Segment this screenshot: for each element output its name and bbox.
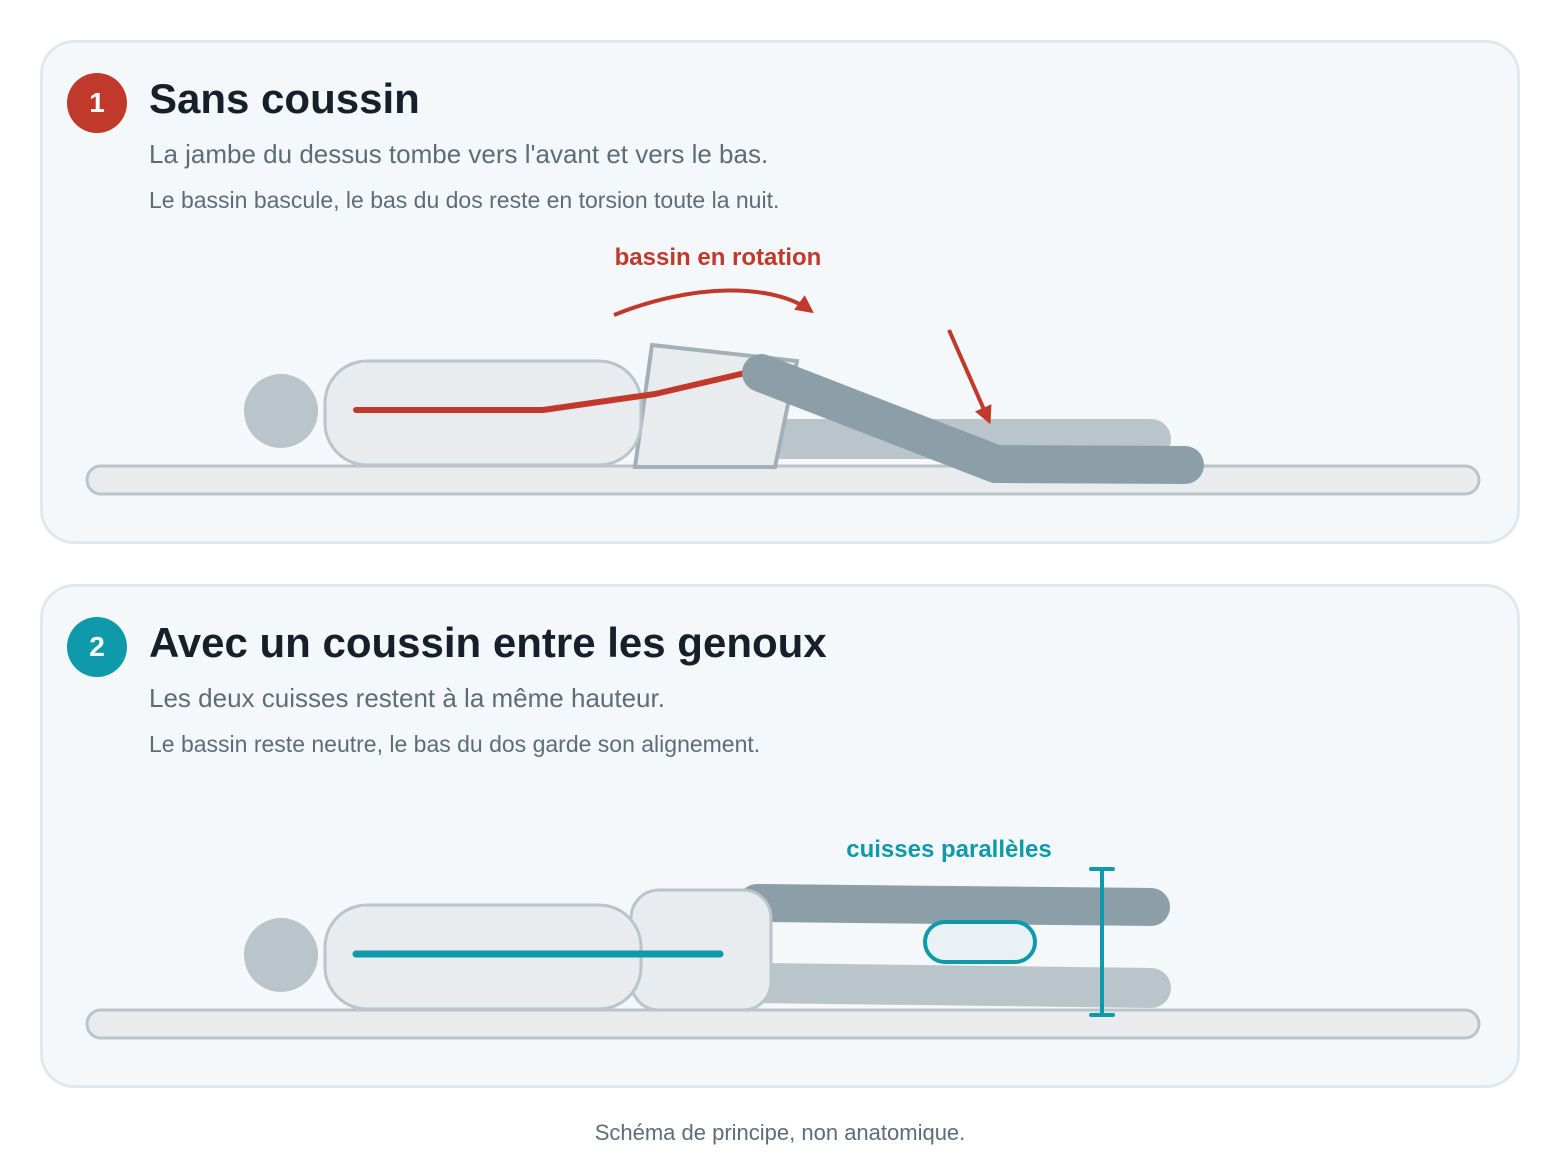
bottom-leg <box>737 963 1171 1008</box>
spine-twisted <box>353 370 748 413</box>
panel-title: Sans coussin <box>149 75 420 122</box>
head <box>244 374 318 448</box>
mattress <box>85 464 1481 496</box>
panel-without-pillow: bassin en rotation 1 Sans coussin La jam… <box>40 40 1520 544</box>
panel-with-pillow: cuisses parallèles 2 Avec un coussin ent… <box>40 584 1520 1088</box>
rotation-arrow <box>613 288 814 317</box>
diagram-caption: Schéma de principe, non anatomique. <box>594 1120 966 1145</box>
head <box>244 918 318 992</box>
illustration-with-pillow: cuisses parallèles <box>85 836 1481 1040</box>
panel-title: Avec un coussin entre les genoux <box>149 619 827 666</box>
step-badge-2: 2 <box>67 617 127 677</box>
mattress <box>85 1008 1481 1040</box>
height-marker <box>1089 867 1115 1017</box>
panel-description: Les deux cuisses restent à la même haute… <box>149 683 665 713</box>
pelvis-neutral <box>629 888 773 1012</box>
knee-pillow <box>923 920 1037 964</box>
panel-description: La jambe du dessus tombe vers l'avant et… <box>149 139 769 169</box>
top-leg-falling <box>742 354 1204 484</box>
step-badge-1: 1 <box>67 73 127 133</box>
panel-detail: Le bassin bascule, le bas du dos reste e… <box>149 187 780 213</box>
top-leg <box>738 884 1170 926</box>
panel-detail: Le bassin reste neutre, le bas du dos ga… <box>149 731 761 757</box>
knee-drop-arrow <box>947 329 992 425</box>
annotation-pelvis-rotation: bassin en rotation <box>615 244 822 271</box>
illustration-without-pillow: bassin en rotation <box>85 244 1481 496</box>
annotation-parallel-thighs: cuisses parallèles <box>846 836 1051 863</box>
